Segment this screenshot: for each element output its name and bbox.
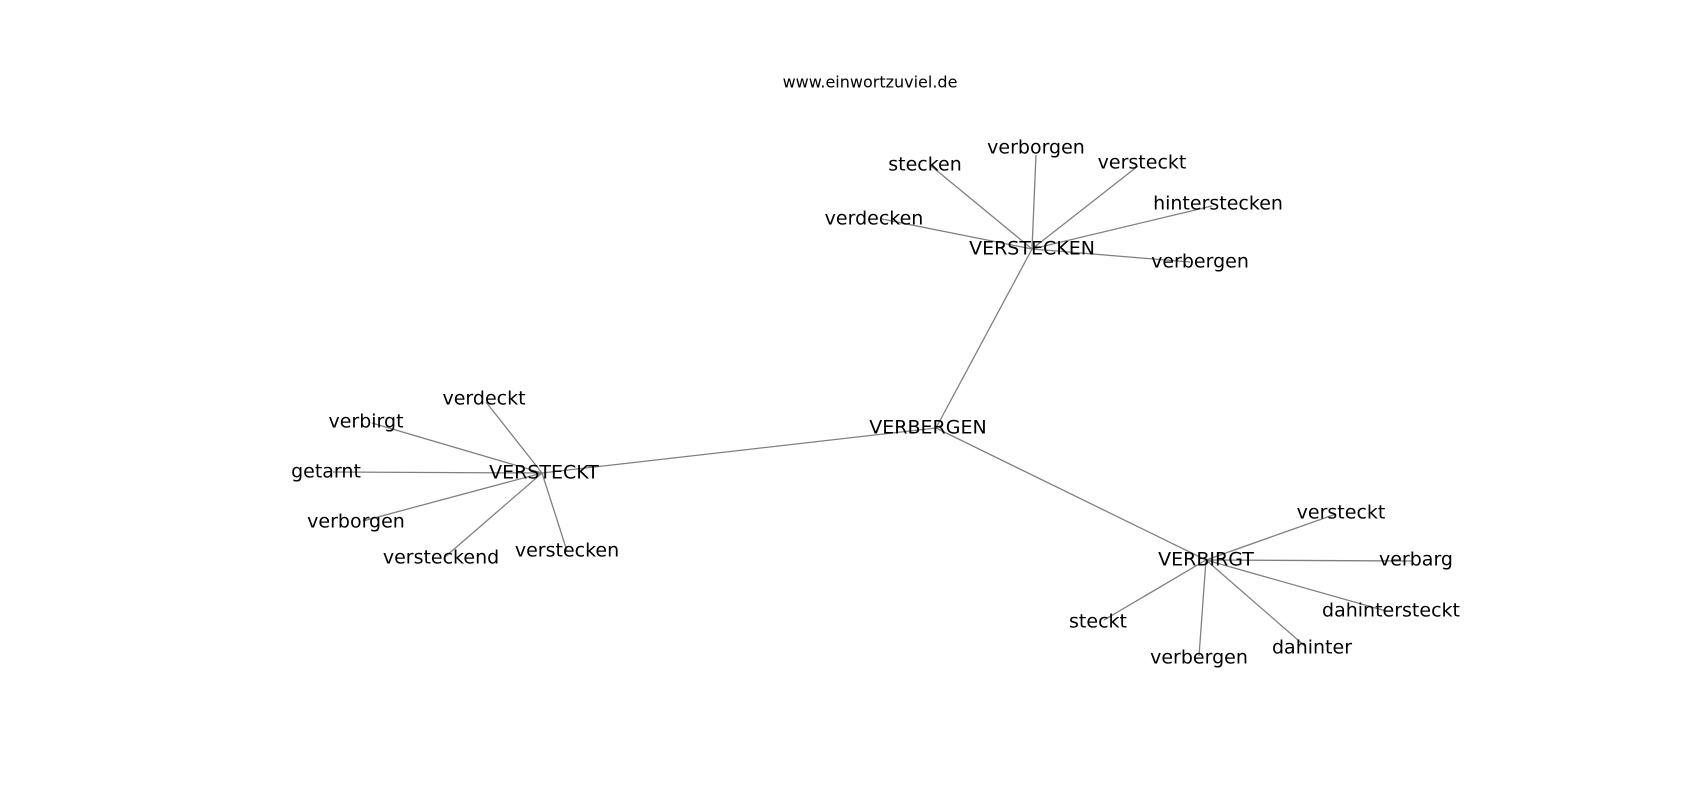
node-verbarg: verbarg	[1379, 548, 1453, 571]
node-getarnt: getarnt	[291, 460, 361, 483]
edge-verbirgt_hub-dahinter	[1205, 559, 1307, 648]
node-verborgen-b: verborgen	[307, 510, 405, 533]
edge-verstecken_hub-verborgen_a	[1031, 154, 1037, 250]
edge-verstecken_hub-hinterstecken	[1031, 205, 1213, 250]
node-verbergen-b: verbergen	[1150, 646, 1248, 669]
node-stecken: stecken	[888, 153, 962, 176]
edge-verbergen_center-versteckt_hub	[541, 427, 937, 474]
edge-verstecken_hub-verbergen_a	[1031, 248, 1191, 263]
edge-verbirgt_hub-verbarg	[1205, 559, 1413, 562]
edge-verbirgt_hub-versteckt_b	[1205, 513, 1337, 561]
node-verbirgt-hub: VERBIRGT	[1158, 548, 1254, 571]
edge-verbirgt_hub-steckt	[1103, 559, 1207, 621]
node-steckt: steckt	[1069, 610, 1127, 633]
edge-verstecken_hub-verdecken	[881, 218, 1033, 250]
node-verstecken-hub: VERSTECKEN	[969, 237, 1095, 260]
site-watermark: www.einwortzuviel.de	[782, 72, 958, 92]
edge-versteckt_hub-verbirgt	[371, 422, 543, 474]
node-versteckend: versteckend	[382, 546, 500, 569]
edge-versteckt_hub-versteckend	[444, 472, 543, 558]
node-verdeckt: verdeckt	[442, 387, 526, 410]
edge-versteckt_hub-verstecken	[541, 472, 568, 552]
edge-versteckt_hub-verdeckt	[485, 401, 543, 474]
node-verbirgt: verbirgt	[328, 410, 404, 433]
edge-verbirgt_hub-dahintersteckt	[1205, 559, 1387, 612]
node-verborgen-a: verborgen	[987, 136, 1085, 159]
edge-verstecken_hub-stecken	[929, 164, 1033, 250]
edge-verbergen_center-verstecken_hub	[935, 248, 1033, 429]
edge-versteckt_hub-getarnt	[332, 471, 543, 474]
edge-verbergen_center-verbirgt_hub	[935, 427, 1207, 561]
edge-verbirgt_hub-verbergen_b	[1198, 559, 1207, 657]
node-hinterstecken: hinterstecken	[1153, 192, 1283, 215]
node-versteckt-hub: VERSTECKT	[489, 461, 599, 484]
edge-versteckt_hub-verborgen_b	[362, 472, 543, 522]
node-versteckt-b: versteckt	[1296, 501, 1386, 524]
edge-verstecken_hub-versteckt_a	[1031, 165, 1139, 250]
node-verbergen-center: VERBERGEN	[869, 416, 987, 439]
node-dahinter: dahinter	[1271, 636, 1353, 659]
node-verbergen-a: verbergen	[1151, 250, 1249, 273]
node-dahintersteckt: dahintersteckt	[1322, 599, 1460, 622]
node-versteckt-a: versteckt	[1097, 151, 1187, 174]
node-verdecken: verdecken	[824, 207, 924, 230]
node-verstecken: verstecken	[514, 539, 620, 562]
